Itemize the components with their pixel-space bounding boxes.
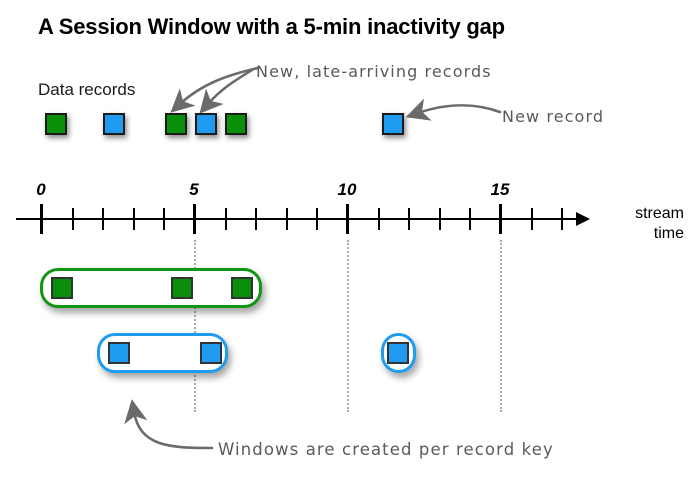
axis-tick-minor-4 — [225, 208, 227, 230]
guide-line-15 — [500, 240, 502, 412]
axis-tick-minor-2 — [133, 208, 135, 230]
window-record-green-session-1-2 — [231, 277, 253, 299]
axis-tick-minor-0 — [72, 208, 74, 230]
axis-tick-minor-12 — [531, 208, 533, 230]
axis-tick-minor-10 — [439, 208, 441, 230]
session-window-green-session-1 — [40, 268, 262, 308]
axis-label-5: 5 — [189, 180, 199, 199]
window-record-blue-session-1-1 — [200, 342, 222, 364]
window-record-blue-session-2-0 — [387, 342, 409, 364]
arrow-to-blue-window — [124, 399, 214, 450]
data-record-blue-1 — [103, 113, 125, 135]
axis-label-15: 15 — [490, 180, 510, 199]
annotation-windows-per-key: Windows are created per record key — [218, 440, 554, 459]
data-record-blue-5 — [382, 113, 404, 135]
page-title: A Session Window with a 5-min inactivity… — [38, 14, 505, 39]
axis-tick-minor-11 — [469, 208, 471, 230]
data-record-green-4 — [225, 113, 247, 135]
axis-title-line-2: time — [653, 225, 684, 242]
axis-label-0: 0 — [36, 180, 46, 199]
axis-tick-minor-1 — [102, 208, 104, 230]
data-record-blue-3 — [195, 113, 217, 135]
axis-tick-major-10 — [345, 204, 349, 234]
axis-tick-minor-5 — [255, 208, 257, 230]
data-record-green-2 — [165, 113, 187, 135]
arrow-to-new-record — [405, 98, 502, 121]
axis-tick-minor-8 — [378, 208, 380, 230]
axis-label-10: 10 — [337, 180, 357, 199]
guide-line-10 — [347, 240, 349, 412]
axis-tick-major-5 — [192, 204, 196, 234]
annotation-late-arriving-records: New, late-arriving records — [256, 62, 492, 81]
axis-tick-major-0 — [39, 204, 43, 234]
arrow-to-late-green-record — [170, 66, 260, 113]
axis-tick-minor-13 — [561, 208, 563, 230]
axis-title: stream time — [600, 204, 684, 244]
window-record-green-session-1-0 — [51, 277, 73, 299]
window-record-blue-session-1-0 — [108, 342, 130, 364]
data-records-label: Data records — [38, 80, 136, 99]
axis-arrow-icon — [576, 212, 590, 226]
axis-tick-minor-7 — [316, 208, 318, 230]
axis-tick-minor-3 — [163, 208, 165, 230]
annotation-new-record: New record — [502, 107, 605, 126]
axis-title-line-1: stream — [635, 205, 684, 222]
guide-line-5 — [194, 240, 196, 412]
stream-time-axis-line — [16, 218, 578, 220]
data-record-green-0 — [45, 113, 67, 135]
axis-tick-minor-9 — [408, 208, 410, 230]
axis-tick-major-15 — [498, 204, 502, 234]
axis-tick-minor-6 — [286, 208, 288, 230]
arrow-to-late-blue-record — [199, 68, 254, 114]
window-record-green-session-1-1 — [171, 277, 193, 299]
